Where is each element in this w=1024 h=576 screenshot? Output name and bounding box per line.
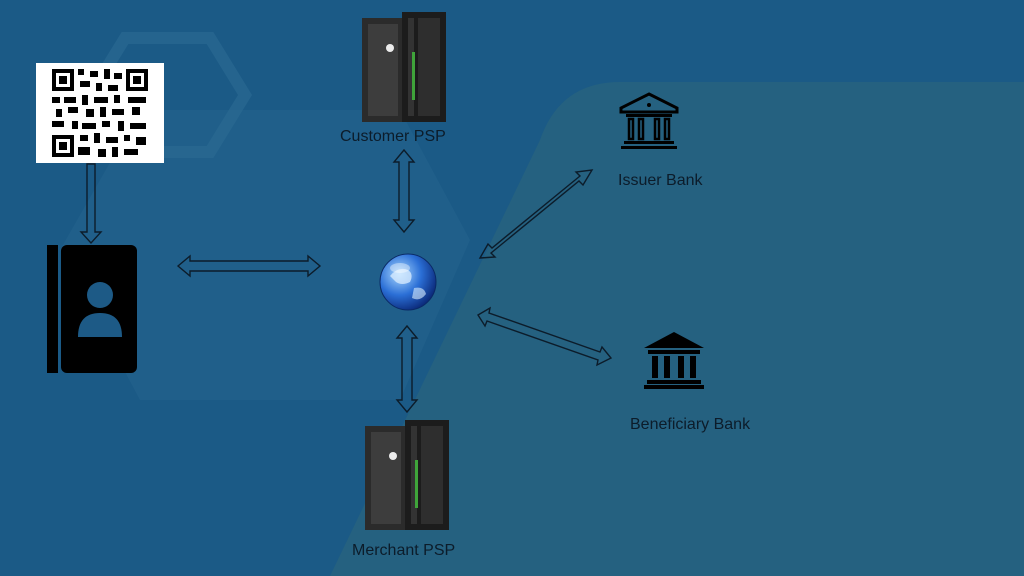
contact-book-node bbox=[44, 245, 140, 373]
merchant-psp-server bbox=[363, 420, 453, 532]
qr-code bbox=[36, 63, 164, 163]
bank-icon bbox=[644, 332, 704, 389]
customer-psp-label: Customer PSP bbox=[340, 128, 446, 145]
server-icon bbox=[365, 420, 449, 530]
network-node bbox=[378, 252, 438, 312]
beneficiary-bank-node bbox=[642, 330, 706, 390]
qr-code-icon bbox=[50, 67, 150, 159]
customer-psp-server bbox=[360, 12, 450, 124]
issuer-bank-label: Issuer Bank bbox=[618, 172, 703, 189]
arrow-globe-merchant-psp bbox=[395, 324, 419, 414]
contact-book-icon bbox=[47, 245, 137, 373]
issuer-bank-node bbox=[618, 92, 680, 150]
server-icon bbox=[362, 12, 446, 122]
arrow-globe-beneficiary-bank bbox=[477, 306, 613, 367]
arrow-wallet-globe bbox=[176, 254, 322, 278]
beneficiary-bank-label: Beneficiary Bank bbox=[630, 416, 751, 433]
bank-icon bbox=[619, 92, 679, 149]
merchant-psp-label: Merchant PSP bbox=[352, 542, 456, 559]
arrow-customer-psp-globe bbox=[392, 148, 416, 234]
arrow-globe-issuer-bank bbox=[478, 169, 594, 259]
globe-icon bbox=[379, 253, 437, 311]
arrow-qr-to-wallet bbox=[79, 163, 103, 245]
